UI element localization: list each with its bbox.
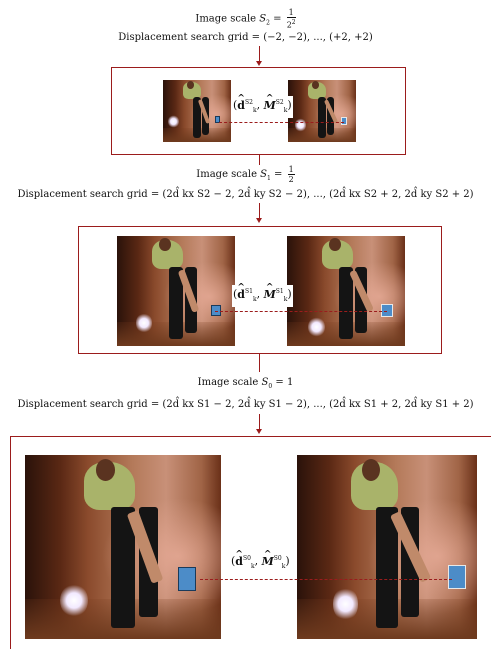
lamp-glow bbox=[168, 114, 180, 129]
patch-marker bbox=[214, 115, 221, 124]
image-frame-right-s2 bbox=[288, 80, 356, 142]
lamp-glow bbox=[60, 583, 88, 617]
displacement-label-s0: (dS0k, MS0k) bbox=[230, 548, 291, 574]
scale-fraction: 1 22 bbox=[286, 8, 296, 30]
patch-marker bbox=[448, 565, 467, 590]
connector-arrow bbox=[256, 218, 262, 223]
image-frame-right-s1 bbox=[287, 236, 405, 346]
patch-marker bbox=[381, 304, 394, 318]
scale-fraction: 1 2 bbox=[287, 165, 295, 184]
fraction-den: 22 bbox=[286, 19, 296, 30]
correspondence-line-s2 bbox=[219, 122, 344, 123]
image-frame-left-s0 bbox=[25, 455, 221, 639]
scale-label-s0: Image scale S0 = 1 bbox=[197, 377, 294, 390]
connector-line bbox=[259, 354, 260, 372]
displacement-label-s1: (dS1k, MS1k) bbox=[232, 281, 293, 307]
scale-index: 2 bbox=[266, 19, 270, 27]
pyramid-level-box-s0-left-edge bbox=[10, 436, 11, 649]
lamp-glow bbox=[135, 313, 153, 333]
scale-label-s1: Image scale S1 = 1 2 bbox=[196, 165, 295, 184]
scale-var: S bbox=[259, 13, 267, 25]
correspondence-line-s0 bbox=[200, 579, 452, 580]
image-frame-right-s0 bbox=[297, 455, 477, 639]
search-grid-label-s2: Displacement search grid = (−2, −2), ...… bbox=[118, 32, 373, 43]
lamp-glow bbox=[294, 118, 306, 133]
connector-line bbox=[259, 155, 260, 165]
scale-prefix: Image scale bbox=[195, 13, 257, 25]
lamp-glow bbox=[333, 587, 359, 621]
connector-arrow bbox=[256, 61, 262, 66]
lamp-glow bbox=[308, 317, 325, 338]
connector-line bbox=[259, 414, 260, 430]
pyramid-level-box-s2 bbox=[111, 67, 406, 155]
search-grid-label-s0: Displacement search grid = (2d̂ kx S1 − … bbox=[17, 399, 474, 410]
correspondence-line-s1 bbox=[215, 311, 387, 312]
connector-arrow bbox=[256, 429, 262, 434]
patch-marker bbox=[341, 117, 348, 126]
search-grid-label-s1: Displacement search grid = (2d̂ kx S2 − … bbox=[17, 189, 474, 200]
patch-marker bbox=[177, 567, 196, 592]
image-frame-left-s1 bbox=[117, 236, 235, 346]
patch-marker bbox=[211, 305, 221, 317]
pyramid-level-box-s0-top-edge bbox=[10, 436, 491, 437]
pyramid-level-box-s1 bbox=[78, 226, 442, 354]
connector-line bbox=[259, 203, 260, 219]
displacement-label-s2: (dS2k, MS2k) bbox=[232, 92, 293, 118]
scale-label-s2: Image scale S2 = 1 22 bbox=[195, 8, 296, 30]
image-frame-left-s2 bbox=[163, 80, 231, 142]
connector-line bbox=[259, 46, 260, 62]
fraction-num: 1 bbox=[286, 8, 296, 18]
